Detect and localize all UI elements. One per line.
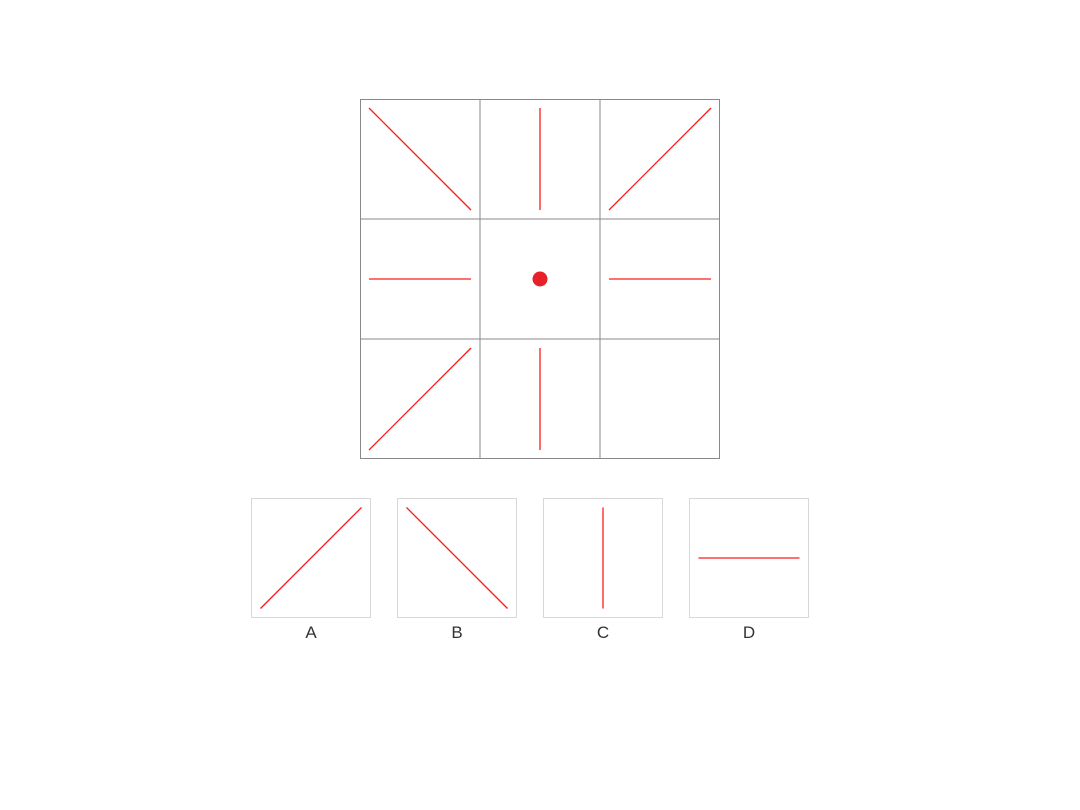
option-b-figure	[397, 498, 517, 618]
cell-0-0-diagonal-down-line	[368, 107, 472, 211]
option-border	[543, 498, 663, 618]
option-b[interactable]: B	[397, 498, 517, 642]
option-d[interactable]: D	[689, 498, 809, 642]
option-b-label: B	[451, 623, 463, 642]
option-border	[689, 498, 809, 618]
cell-1-1-dot	[532, 271, 548, 287]
option-b-diagonal-down-line	[406, 507, 508, 609]
option-a-diagonal-up-line	[260, 507, 362, 609]
grid-border	[360, 99, 720, 459]
option-a-label: A	[305, 623, 317, 642]
cell-0-2-diagonal-up-line	[608, 107, 712, 211]
option-a-figure	[251, 498, 371, 618]
option-border	[397, 498, 517, 618]
option-c-label: C	[596, 623, 610, 642]
cell-2-0-diagonal-up-line	[368, 347, 472, 451]
option-a[interactable]: A	[251, 498, 371, 642]
option-c-figure	[543, 498, 663, 618]
option-d-label: D	[742, 623, 756, 642]
puzzle-grid	[360, 99, 720, 459]
option-border	[251, 498, 371, 618]
option-d-figure	[689, 498, 809, 618]
option-c[interactable]: C	[543, 498, 663, 642]
